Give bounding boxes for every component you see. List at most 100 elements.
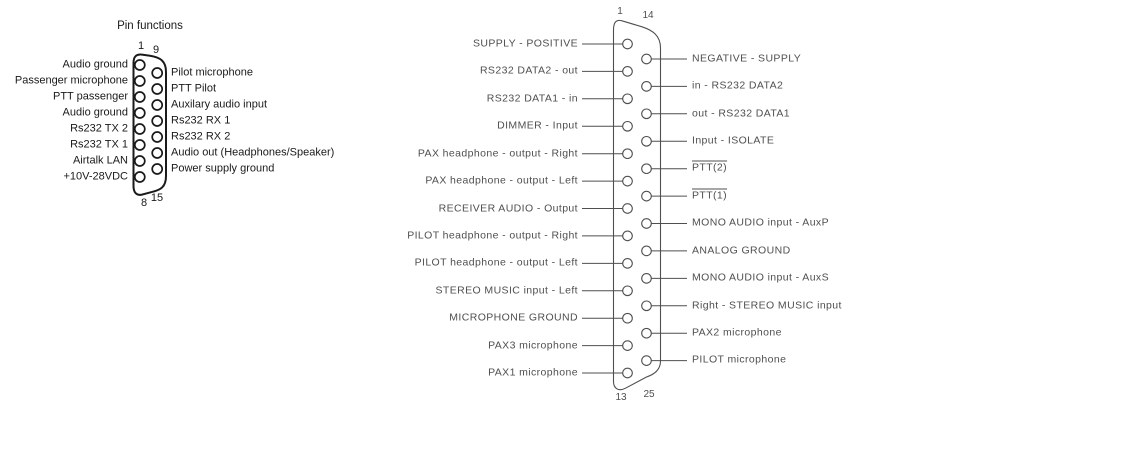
- db25-pin-label: PAX3 microphone: [488, 339, 578, 352]
- pin-circle: [641, 327, 652, 339]
- pin-circle: [641, 163, 652, 175]
- db15-pin-number-1: 1: [137, 40, 145, 52]
- pin-circle: [622, 230, 633, 242]
- pin-circle: [622, 367, 633, 379]
- db25-pin-label: Right - STEREO MUSIC input: [692, 299, 842, 311]
- db15-pin-label: Rs232 RX 1: [171, 114, 231, 127]
- pin-circle: [622, 93, 633, 105]
- pin-circle: [622, 340, 633, 351]
- db25-left-pin-column: [622, 38, 633, 379]
- db25-right-labels: NEGATIVE - SUPPLY in - RS232 DATA2 out - R…: [692, 0, 1132, 465]
- db25-right-leader-lines: [651, 58, 687, 362]
- db15-title: Pin functions: [117, 20, 183, 32]
- pin-circle: [151, 163, 164, 175]
- db25-pin-label: STEREO MUSIC input - Left: [435, 284, 578, 297]
- db25-pin-label: MONO AUDIO input - AuxS: [692, 271, 829, 284]
- pin-circle: [622, 148, 633, 160]
- db25-pin-label: in - RS232 DATA2: [692, 79, 784, 92]
- db15-pin-number-9: 9: [152, 44, 160, 56]
- pin-circle: [622, 285, 633, 297]
- db15-right-pin-column: [151, 67, 164, 175]
- db25-pin-label: MICROPHONE GROUND: [449, 311, 578, 324]
- pin-circle: [151, 147, 164, 159]
- db25-pin-label: PTT(1): [692, 189, 728, 202]
- pin-circle: [151, 67, 164, 79]
- pin-circle: [133, 59, 146, 71]
- db25-pin-label: RECEIVER AUDIO - Output: [438, 202, 578, 214]
- db25-pin-label: MONO AUDIO input - AuxP: [692, 216, 829, 229]
- db15-pin-label: Pilot microphone: [171, 66, 253, 79]
- pin-circle: [133, 107, 146, 119]
- db15-pin-label: +10V-28VDC: [63, 170, 128, 183]
- db25-pin-label: Input - ISOLATE: [692, 134, 775, 147]
- db15-pin-label: Power supply ground: [171, 162, 275, 175]
- pin-circle: [641, 355, 652, 366]
- pin-circle: [622, 312, 633, 324]
- pin-circle: [622, 203, 633, 214]
- db25-outline: [612, 19, 662, 391]
- pin-circle: [641, 218, 652, 229]
- pin-circle: [151, 83, 164, 95]
- pin-circle: [641, 300, 652, 312]
- db15-pin-number-15: 15: [150, 192, 164, 204]
- db15-pin-number-8: 8: [140, 197, 148, 209]
- db25-left-leader-lines: [582, 43, 623, 374]
- db25-connector-body: [582, 19, 687, 391]
- db25-pin-label: ANALOG GROUND: [692, 244, 791, 257]
- pin-circle: [133, 91, 146, 103]
- db25-pin-label: PAX2 microphone: [692, 326, 782, 339]
- pin-circle: [151, 131, 164, 143]
- db25-pin-number-14: 14: [642, 10, 654, 21]
- pin-circle: [622, 175, 633, 187]
- db25-right-pin-column: [641, 53, 652, 366]
- pin-circle: [641, 108, 652, 120]
- db15-pin-label: Rs232 TX 2: [70, 122, 128, 135]
- db25-pin-number-13: 13: [615, 392, 627, 403]
- pin-circle: [151, 115, 164, 127]
- db15-pin-label: Audio ground: [62, 58, 128, 71]
- pin-circle: [641, 53, 652, 65]
- db25-pin-label: PILOT headphone - output - Left: [414, 256, 578, 269]
- db25-pin-number-25: 25: [643, 389, 655, 400]
- db15-pin-label: Rs232 RX 2: [171, 130, 231, 143]
- pin-circle: [151, 99, 164, 111]
- pin-circle: [622, 120, 633, 132]
- pin-circle: [622, 258, 633, 269]
- pin-circle: [133, 123, 146, 135]
- pin-circle: [641, 245, 652, 257]
- db15-pin-label: Passenger microphone: [14, 74, 128, 87]
- db25-pin-label: out - RS232 DATA1: [692, 107, 791, 119]
- db25-pin-label: PILOT headphone - output - Right: [407, 229, 578, 242]
- pin-circle: [641, 273, 652, 284]
- db25-pin-label: PAX headphone - output - Left: [425, 174, 578, 187]
- pin-circle: [133, 139, 146, 151]
- db25-pin-label: DIMMER - Input: [497, 119, 578, 132]
- db15-pin-label: Audio out (Headphones/Speaker): [171, 146, 335, 159]
- db25-pin-label: PILOT microphone: [692, 353, 787, 366]
- db25-pin-label: RS232 DATA2 - out: [479, 64, 578, 77]
- pin-circle: [641, 190, 652, 202]
- db15-pin-label: Airtalk LAN: [72, 154, 128, 167]
- db15-outline: [132, 53, 167, 196]
- db25-pin-label: PAX headphone - output - Right: [417, 147, 578, 160]
- db15-pin-label: Auxilary audio input: [171, 98, 268, 111]
- db15-left-pin-column: [133, 59, 146, 183]
- pin-circle: [133, 155, 146, 167]
- pin-circle: [133, 171, 146, 183]
- db15-pin-label: Audio ground: [62, 106, 128, 119]
- db25-pin-label: PAX1 microphone: [488, 366, 578, 379]
- db15-pin-label: PTT passenger: [52, 90, 128, 103]
- db25-pin-label: RS232 DATA1 - in: [486, 92, 578, 105]
- db25-pin-label: PTT(2): [692, 161, 728, 174]
- db25-pin-label: NEGATIVE - SUPPLY: [692, 52, 802, 65]
- pin-circle: [641, 135, 652, 147]
- pin-circle: [622, 66, 633, 77]
- pin-circle: [622, 38, 633, 50]
- pin-circle: [133, 75, 146, 87]
- db15-pin-label: PTT Pilot: [171, 82, 217, 95]
- db15-connector-body: [132, 53, 167, 196]
